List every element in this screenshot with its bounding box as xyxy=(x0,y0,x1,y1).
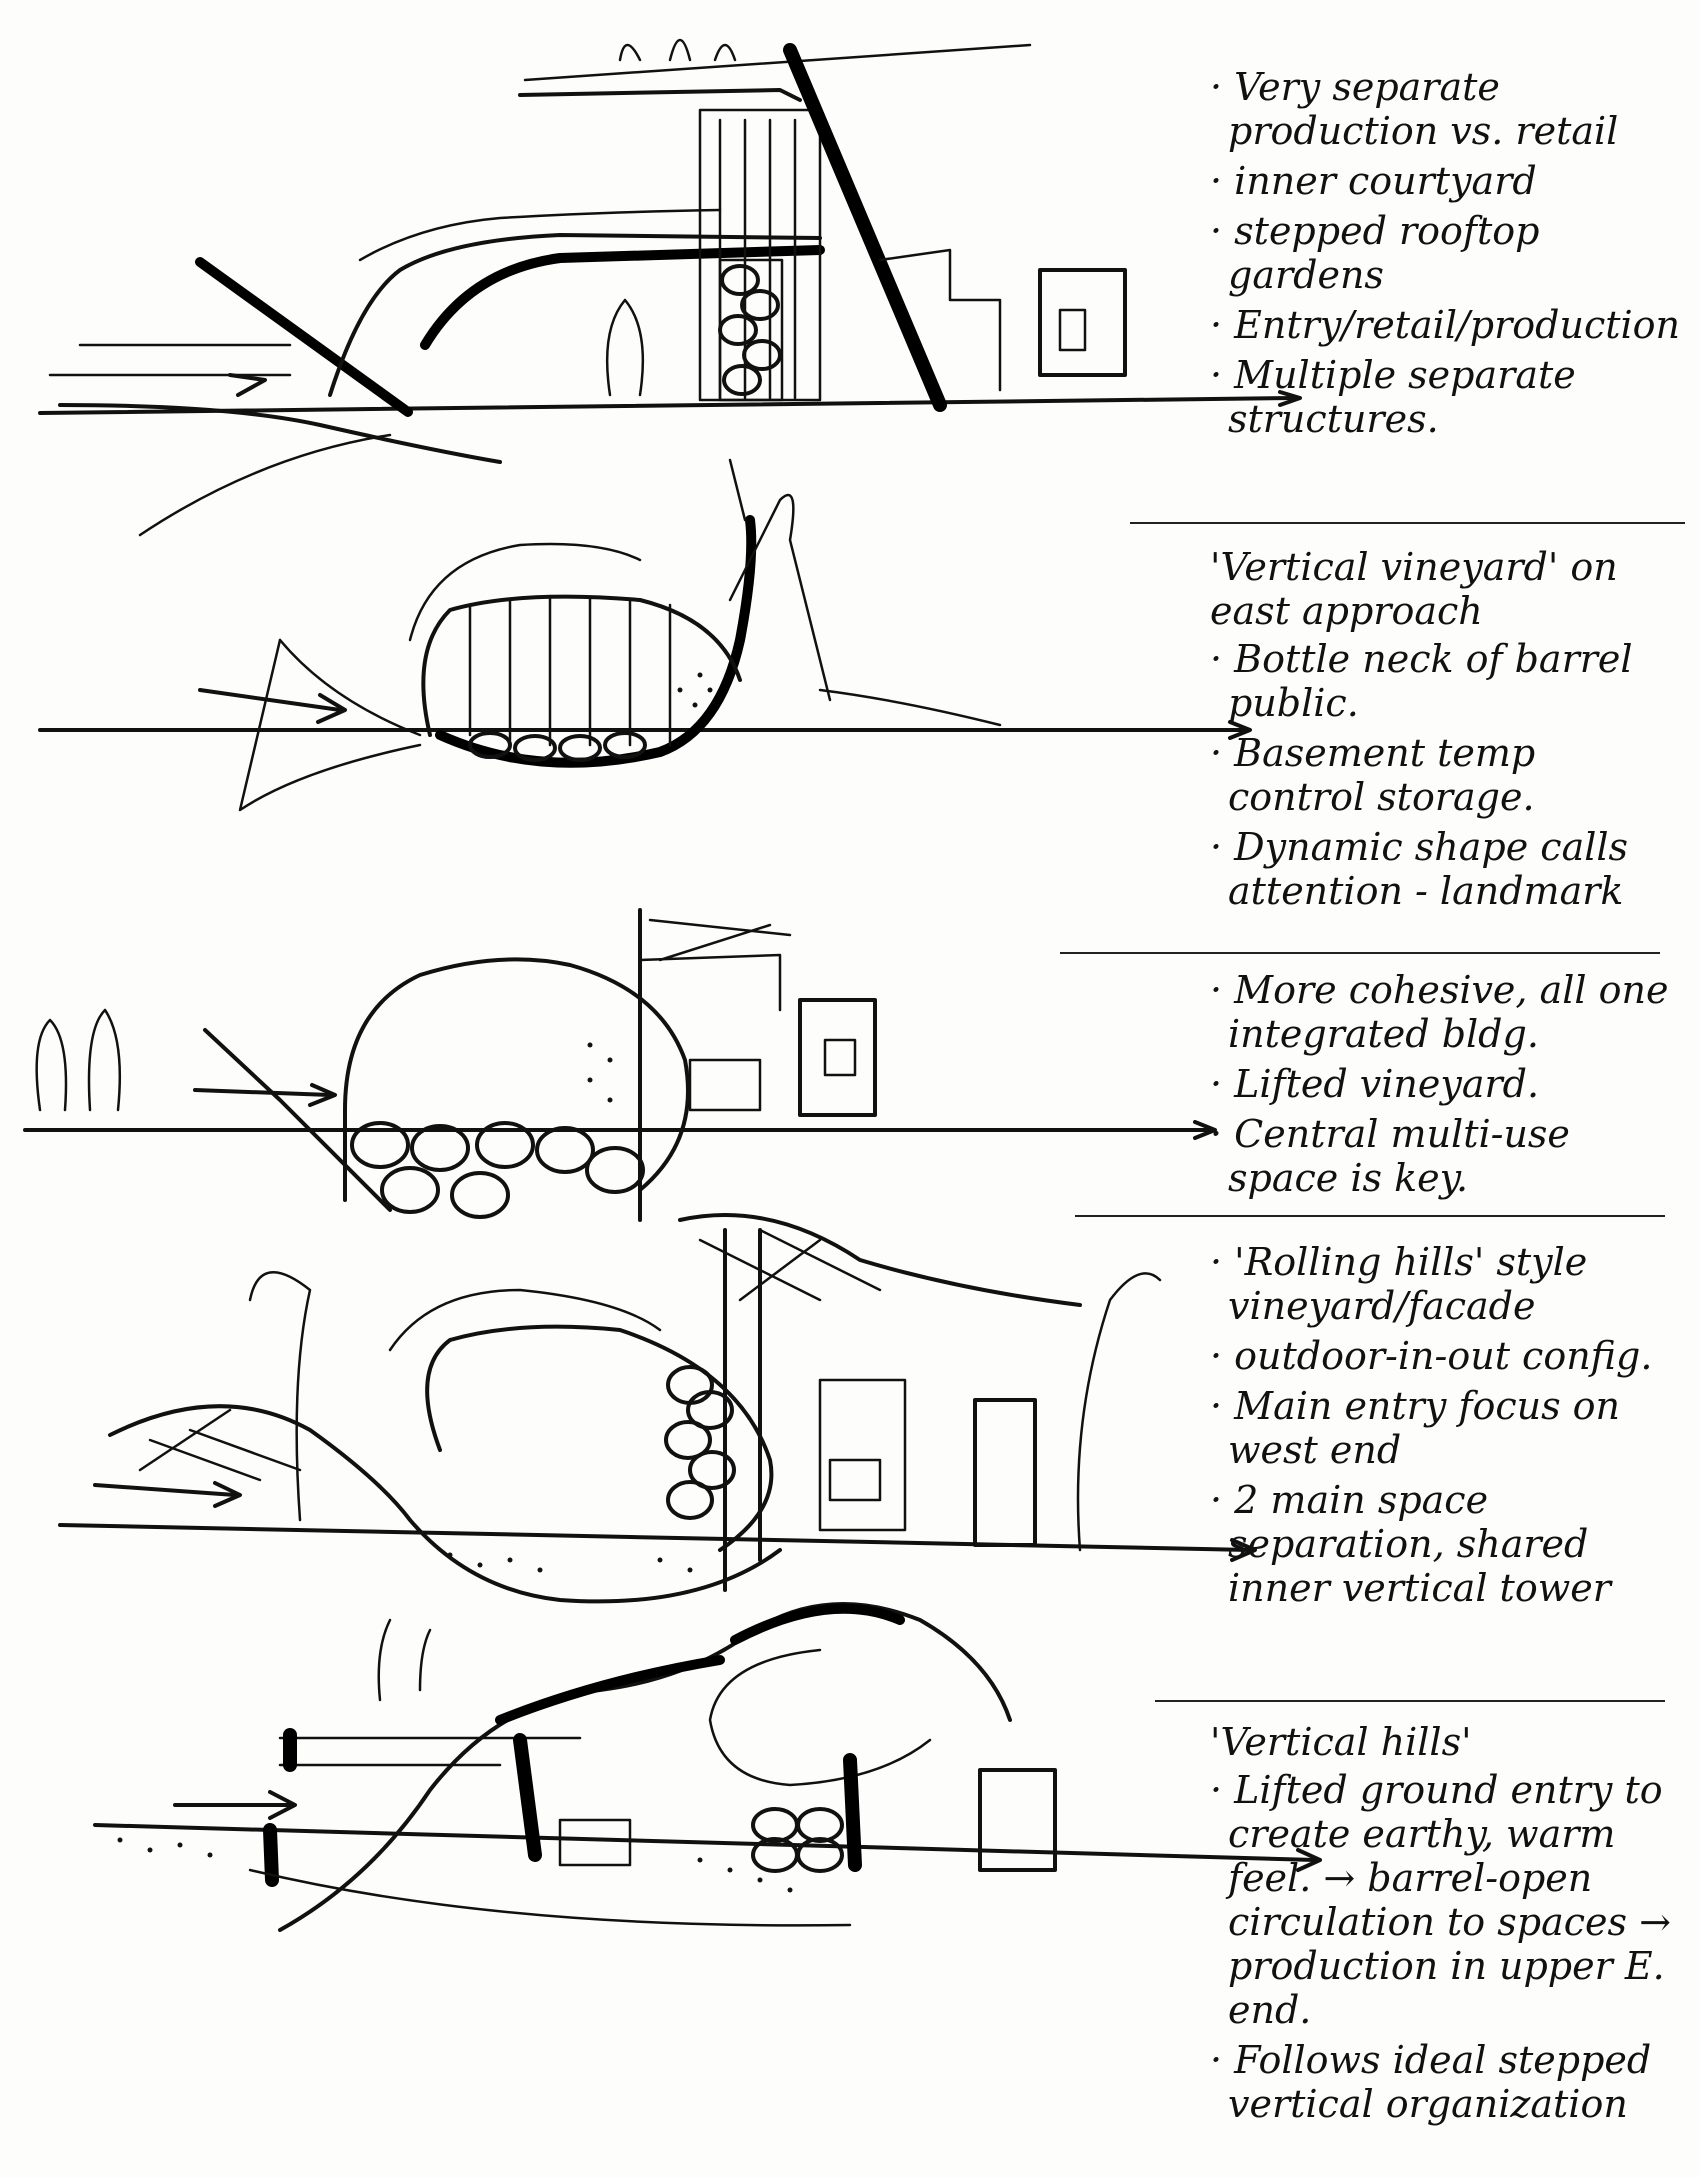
notes-divider-3 xyxy=(1075,1215,1665,1217)
notes-group-2: 'Vertical vineyard' on east approach Bot… xyxy=(1210,545,1680,919)
note-item: Bottle neck of barrel public. xyxy=(1210,637,1680,725)
note-item: Multiple separate structures. xyxy=(1210,353,1680,441)
note-item: Follows ideal stepped vertical organizat… xyxy=(1210,2038,1680,2126)
stipple-texture xyxy=(117,672,793,1893)
notes-group-5: 'Vertical hills' Lifted ground entry to … xyxy=(1210,1720,1680,2132)
note-heading: 'Vertical hills' xyxy=(1210,1720,1472,1764)
note-item: 2 main space separation, shared inner ve… xyxy=(1210,1478,1680,1610)
note-item: Basement temp control storage. xyxy=(1210,731,1680,819)
note-heading: 'Vertical vineyard' on east approach xyxy=(1210,545,1618,633)
note-item: outdoor-in-out config. xyxy=(1210,1334,1680,1378)
notes-divider-1 xyxy=(1130,522,1685,524)
note-item: stepped rooftop gardens xyxy=(1210,209,1680,297)
notes-group-1: Very separate production vs. retail inne… xyxy=(1210,65,1680,447)
sketch-1-separate-structures xyxy=(38,38,1302,537)
sketch-3-integrated-building xyxy=(23,908,1217,1222)
sketch-4-rolling-hills xyxy=(58,1213,1257,1604)
note-item: Lifted vineyard. xyxy=(1210,1062,1680,1106)
note-item: Entry/retail/production xyxy=(1210,303,1680,347)
sketch-2-vertical-vineyard xyxy=(38,458,1252,812)
note-item: More cohesive, all one integrated bldg. xyxy=(1210,968,1680,1056)
note-item: Lifted ground entry to create earthy, wa… xyxy=(1210,1768,1680,2032)
note-item: inner courtyard xyxy=(1210,159,1680,203)
note-item: Very separate production vs. retail xyxy=(1210,65,1680,153)
note-item: Main entry focus on west end xyxy=(1210,1384,1680,1472)
notes-divider-2 xyxy=(1060,952,1660,954)
notes-group-4: 'Rolling hills' style vineyard/facade ou… xyxy=(1210,1240,1680,1616)
notes-divider-4 xyxy=(1155,1700,1665,1702)
note-item: Dynamic shape calls attention - landmark xyxy=(1210,825,1680,913)
notes-group-3: More cohesive, all one integrated bldg. … xyxy=(1210,968,1680,1206)
note-item: Central multi-use space is key. xyxy=(1210,1112,1680,1200)
sketch-5-vertical-hills xyxy=(93,1602,1322,1932)
note-item: 'Rolling hills' style vineyard/facade xyxy=(1210,1240,1680,1328)
